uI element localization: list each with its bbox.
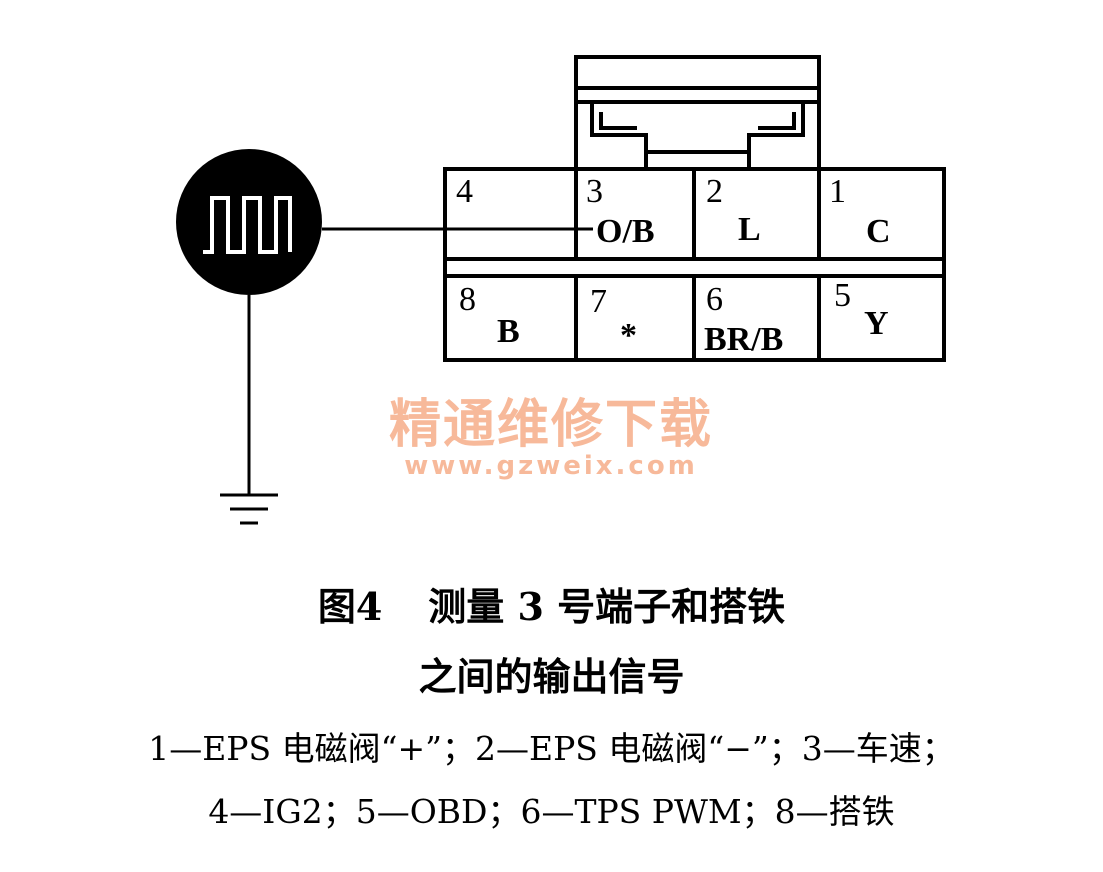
figure-caption-title: 图4 测量 3 号端子和搭铁	[0, 576, 1103, 631]
figure-title: 测量 3 号端子和搭铁	[428, 584, 786, 629]
oscilloscope-icon	[176, 149, 322, 295]
pin-3-number: 3	[586, 173, 603, 210]
watermark-url: www.gzweix.com	[404, 451, 698, 481]
connector-diagram: 4 3 O/B 2 L 1 C 8 B 7 * 6 BR/B 5 Y 精通维修下…	[176, 55, 946, 525]
pin-8-wire: B	[497, 313, 520, 350]
pin-4-number: 4	[456, 173, 473, 210]
pin-7-number: 7	[590, 283, 607, 320]
watermark-text: 精通维修下载	[389, 395, 713, 455]
pin-5-wire: Y	[864, 305, 889, 342]
figure-number: 图4	[317, 584, 383, 629]
pin-8-number: 8	[459, 281, 476, 318]
pin-legend-line-1: 1—EPS 电磁阀“+”；2—EPS 电磁阀“−”；3—车速；	[148, 729, 955, 768]
pin-legend-line-2: 4—IG2；5—OBD；6—TPS PWM；8—搭铁	[208, 792, 895, 831]
pin-6-number: 6	[706, 281, 723, 318]
pin-2-number: 2	[706, 173, 723, 210]
connector-body	[443, 167, 946, 362]
connector-latch	[574, 55, 821, 171]
pin-3-wire: O/B	[596, 213, 655, 250]
pin-1-wire: C	[866, 213, 891, 250]
ground-icon	[220, 493, 278, 525]
pin-7-wire: *	[620, 317, 637, 354]
pin-1-number: 1	[829, 173, 846, 210]
figure-caption-subtitle: 之间的输出信号	[418, 654, 685, 699]
pin-5-number: 5	[834, 277, 851, 314]
pin-6-wire: BR/B	[704, 321, 783, 358]
pin-2-wire: L	[738, 211, 761, 248]
